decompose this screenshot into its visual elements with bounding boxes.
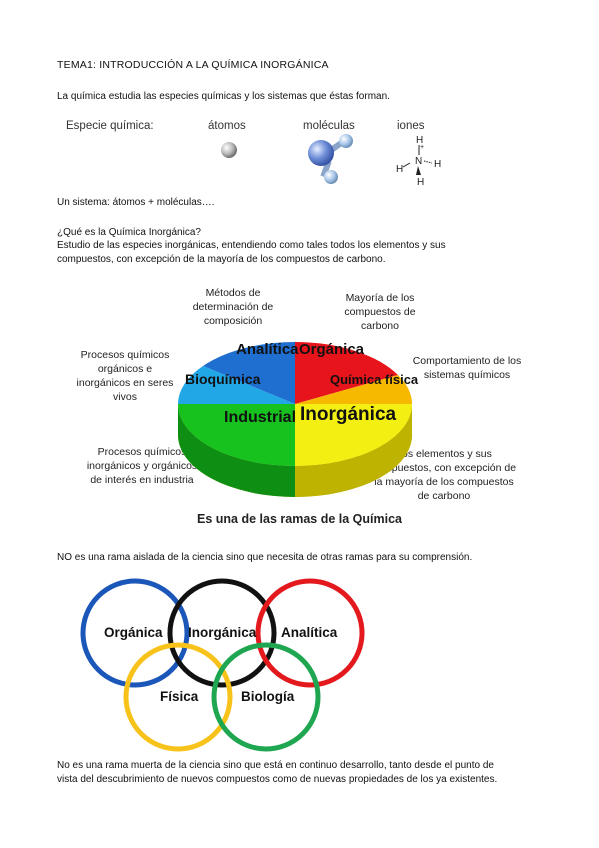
question-heading: ¿Qué es la Química Inorgánica?: [57, 227, 201, 238]
svg-text:H: H: [416, 135, 423, 146]
ring-organica: [80, 578, 190, 688]
slice-label-organica: Orgánica: [299, 341, 365, 358]
slice-industrial: [178, 404, 295, 466]
ring-biologia: [211, 642, 321, 752]
intro-text: La química estudia las especies químicas…: [57, 91, 390, 102]
ring-label-organica: Orgánica: [104, 625, 163, 640]
ring-inorganica: [167, 578, 277, 688]
ions-label: iones: [397, 120, 425, 132]
species-label: Especie química:: [66, 120, 154, 132]
ring-analitica: [255, 578, 365, 688]
slice-label-analitica: Analítica: [236, 341, 299, 358]
pie-caption: Es una de las ramas de la Química: [197, 512, 402, 526]
not-isolated-text: NO es una rama aislada de la ciencia sin…: [57, 552, 473, 563]
slice-inorganica: [295, 404, 412, 466]
slice-label-bioquimica: Bioquímica: [185, 371, 261, 387]
closing-line-2: vista del descubrimiento de nuevos compu…: [57, 774, 498, 785]
ammonium-ion-icon: H + N H H H: [396, 135, 441, 188]
definition-line-1: Estudio de las especies inorgánicas, ent…: [57, 240, 446, 251]
system-line: Un sistema: átomos + moléculas….: [57, 197, 215, 208]
pie-chart-3d: Analítica Orgánica Bioquímica Química fí…: [178, 341, 419, 497]
slice-bioquimica: [178, 366, 295, 404]
ring-label-biologia: Biología: [241, 689, 295, 704]
callout-comportamiento: Comportamiento de los sistemas químicos: [412, 355, 522, 381]
slice-organica: [295, 342, 398, 404]
pie-side-wall-left: [178, 404, 295, 497]
atoms-label: átomos: [208, 120, 246, 132]
slice-quimica-fisica: [295, 375, 412, 404]
svg-text:H: H: [396, 164, 403, 175]
callout-procesos-industria: Procesos químicos inorgánicos y orgánico…: [86, 446, 198, 486]
svg-text:+: +: [420, 144, 424, 151]
callout-elementos: Los elementos y sus compuestos, con exce…: [371, 448, 517, 502]
ring-fisica: [123, 642, 233, 752]
callout-procesos-vivos: Procesos químicos orgánicos e inorgánico…: [76, 349, 174, 403]
slice-label-inorganica: Inorgánica: [300, 404, 397, 425]
slice-label-quimica-fisica: Química física: [330, 372, 419, 387]
species-illustrations: H + N H H H: [221, 134, 441, 188]
definition-line-2: compuestos, con excepción de la mayoría …: [57, 254, 386, 265]
svg-text:H: H: [417, 177, 424, 188]
callout-metodos: Métodos de determinación de composición: [192, 287, 274, 327]
closing-line-1: No es una rama muerta de la ciencia sino…: [57, 760, 494, 771]
ring-label-analitica: Analítica: [281, 625, 338, 640]
callout-mayoria: Mayoría de los compuestos de carbono: [344, 292, 416, 332]
molecule-icon: [308, 134, 353, 184]
molecules-label: moléculas: [303, 120, 355, 132]
ring-label-fisica: Física: [160, 689, 199, 704]
pie-side-wall-right: [295, 404, 412, 497]
rings-diagram: Orgánica Inorgánica Analítica Física Bio…: [80, 578, 365, 752]
page-title: TEMA1: INTRODUCCIÓN A LA QUÍMICA INORGÁN…: [57, 59, 329, 71]
svg-text:N: N: [415, 156, 422, 167]
atom-sphere-icon: [221, 142, 237, 158]
svg-text:H: H: [434, 159, 441, 170]
slice-label-industrial: Industrial: [224, 409, 296, 426]
ring-label-inorganica: Inorgánica: [188, 625, 257, 640]
slice-analitica: [203, 342, 295, 404]
